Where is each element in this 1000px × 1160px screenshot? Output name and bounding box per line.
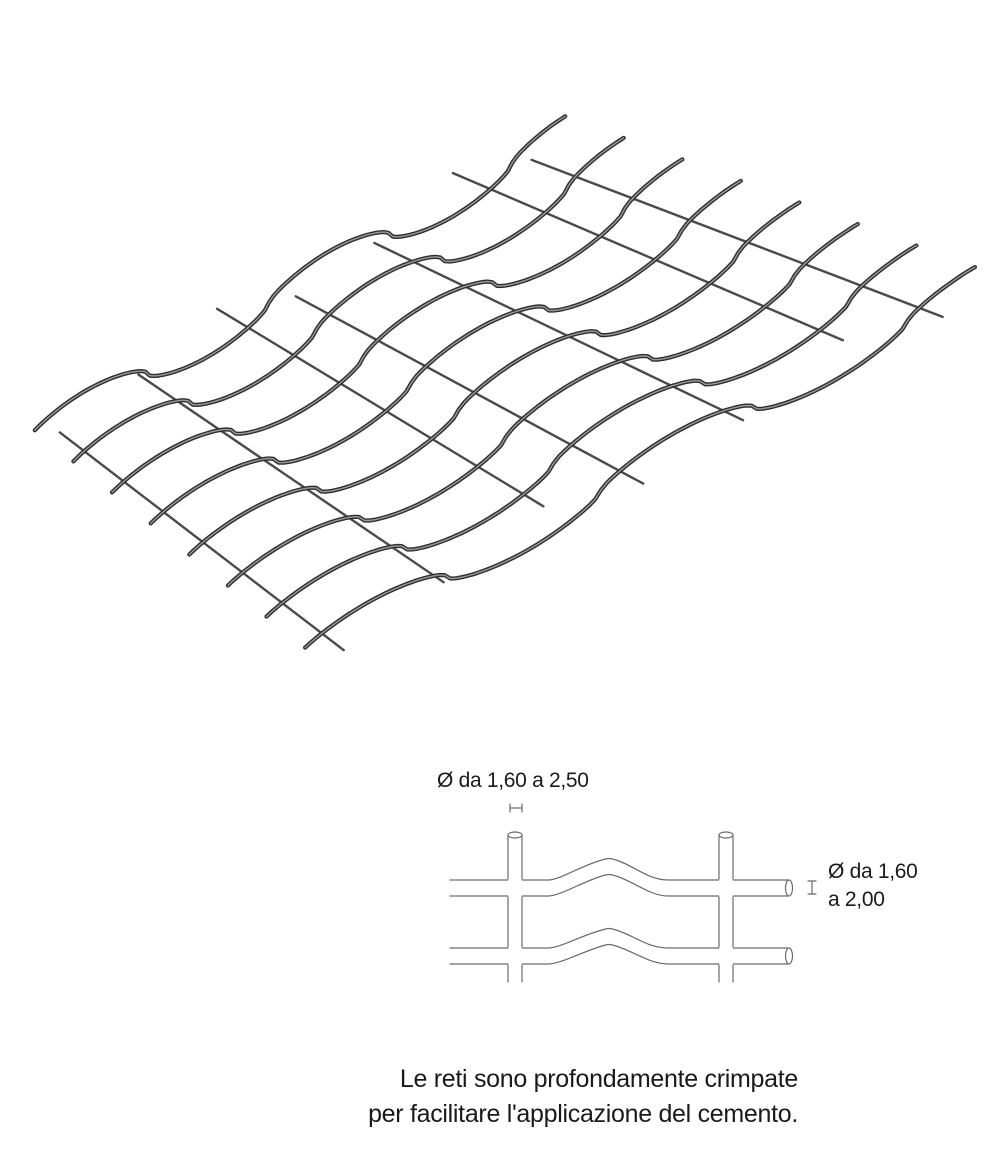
mesh-wavy-wire bbox=[187, 200, 802, 557]
horizontal-wire-dimension-mark bbox=[807, 880, 817, 895]
mesh-wavy-wire bbox=[225, 221, 860, 588]
mesh-wavy-wire bbox=[71, 135, 626, 464]
mesh-wavy-wire bbox=[264, 243, 919, 619]
mesh-cross-wire bbox=[215, 307, 545, 508]
horizontal-wire-top bbox=[449, 857, 794, 897]
mesh-cross-wire bbox=[373, 241, 745, 422]
mesh-cross-wire bbox=[530, 158, 944, 319]
horizontal-wire-diameter-line1: Ø da 1,60 bbox=[828, 860, 918, 883]
caption-line-1: Le reti sono profondamente crimpate bbox=[399, 1065, 798, 1093]
horizontal-wire-bottom bbox=[449, 927, 794, 965]
caption: Le reti sono profondamente crimpate per … bbox=[368, 1062, 798, 1132]
mesh-wavy-wire bbox=[32, 114, 568, 433]
mesh-wavy-wire bbox=[109, 157, 685, 495]
mesh-cross-wire bbox=[137, 373, 445, 584]
vertical-wire-right bbox=[718, 831, 734, 983]
mesh-wavy-wire bbox=[303, 265, 977, 650]
crimped-wire-mesh-icon bbox=[32, 114, 977, 652]
mesh-wavy-wire bbox=[148, 178, 743, 526]
caption-line-2: per facilitare l'applicazione del cement… bbox=[368, 1100, 798, 1128]
horizontal-wire-diameter-line2: a 2,00 bbox=[828, 888, 885, 911]
vertical-wire-dimension-mark bbox=[509, 803, 523, 813]
vertical-wire-diameter-label: Ø da 1,60 a 2,50 bbox=[437, 769, 589, 792]
wire-detail-diagram bbox=[449, 803, 817, 983]
mesh-cross-wire bbox=[451, 171, 845, 342]
horizontal-wire-diameter-label: Ø da 1,60 a 2,00 bbox=[828, 858, 918, 914]
vertical-wire-left bbox=[507, 831, 523, 983]
mesh-cross-wire bbox=[294, 295, 645, 485]
